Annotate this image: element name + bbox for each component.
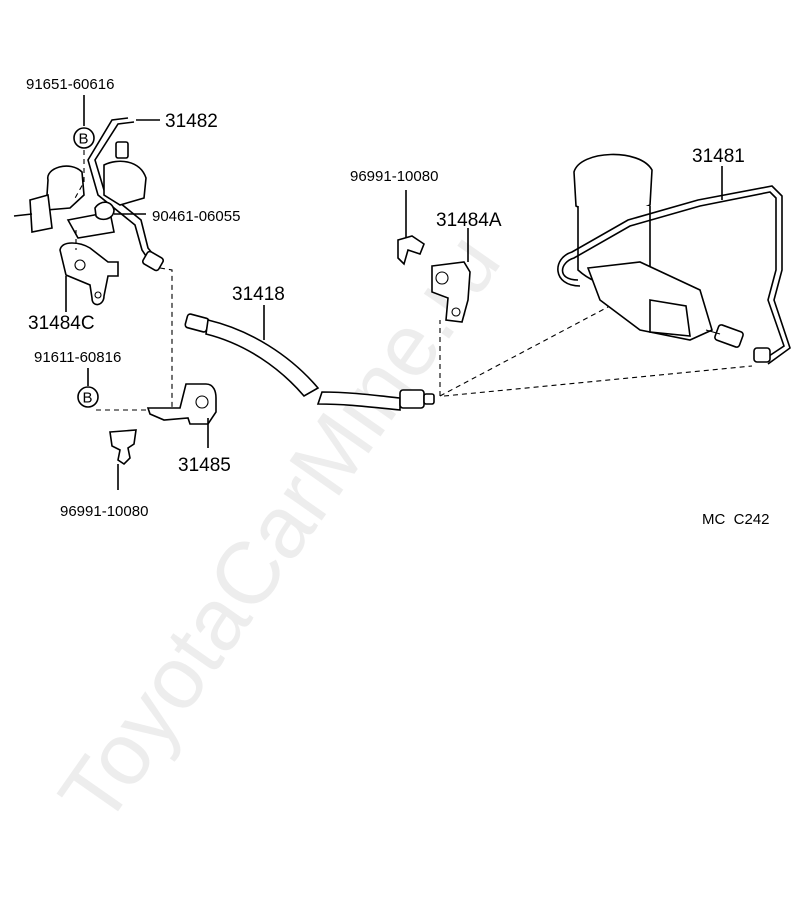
- label-96991-10080-top: 96991-10080: [350, 168, 438, 185]
- bolt-marker-top: B: [73, 95, 95, 149]
- label-91611-60816: 91611-60816: [34, 349, 121, 366]
- label-96991-10080-bottom: 96991-10080: [60, 503, 148, 520]
- bolt-marker-bottom: B: [77, 368, 99, 408]
- label-31418: 31418: [232, 284, 285, 305]
- bolt-marker-bottom-label: B: [83, 390, 93, 407]
- label-31484a: 31484A: [436, 210, 502, 231]
- bracket-31484c: [59, 242, 119, 312]
- label-31482: 31482: [165, 111, 218, 132]
- pipe-31481: [557, 166, 791, 365]
- diagram-code: MC C242: [702, 511, 770, 528]
- bracket-31485: [146, 383, 217, 448]
- master-cylinder: [573, 153, 744, 348]
- bracket-31484a: [431, 228, 471, 323]
- bolt-marker-top-label: B: [79, 131, 89, 148]
- valve-assembly: [13, 160, 147, 239]
- guide-line-mid-3: [439, 289, 641, 397]
- label-90461-06055: 90461-06055: [152, 208, 240, 225]
- guide-line-mid-2: [443, 365, 753, 397]
- label-31484c: 31484C: [28, 313, 95, 334]
- label-91651-60616: 91651-60616: [26, 76, 114, 93]
- guide-line-left-3: [159, 267, 173, 408]
- clip-96991-bottom: [109, 429, 137, 490]
- label-31481: 31481: [692, 146, 745, 167]
- label-31485: 31485: [178, 455, 231, 476]
- clip-96991-top: [397, 190, 425, 266]
- hose-31418: [184, 305, 435, 411]
- guide-line-left-1: [73, 150, 85, 201]
